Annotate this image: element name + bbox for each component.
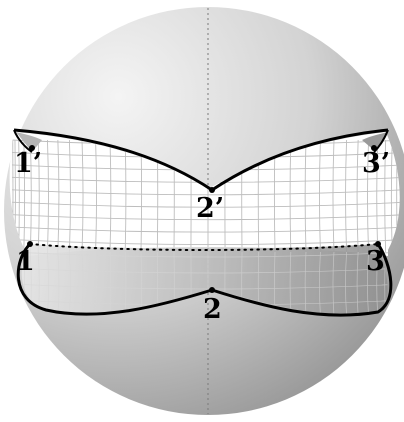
label-2: 2 [203,294,222,325]
label-3: 3 [366,246,385,277]
label-1-prime: 1’ [14,148,42,179]
label-2-prime: 2’ [196,193,224,224]
point-2 [209,287,215,293]
label-1: 1 [16,246,35,277]
label-3-prime: 3’ [362,148,390,179]
